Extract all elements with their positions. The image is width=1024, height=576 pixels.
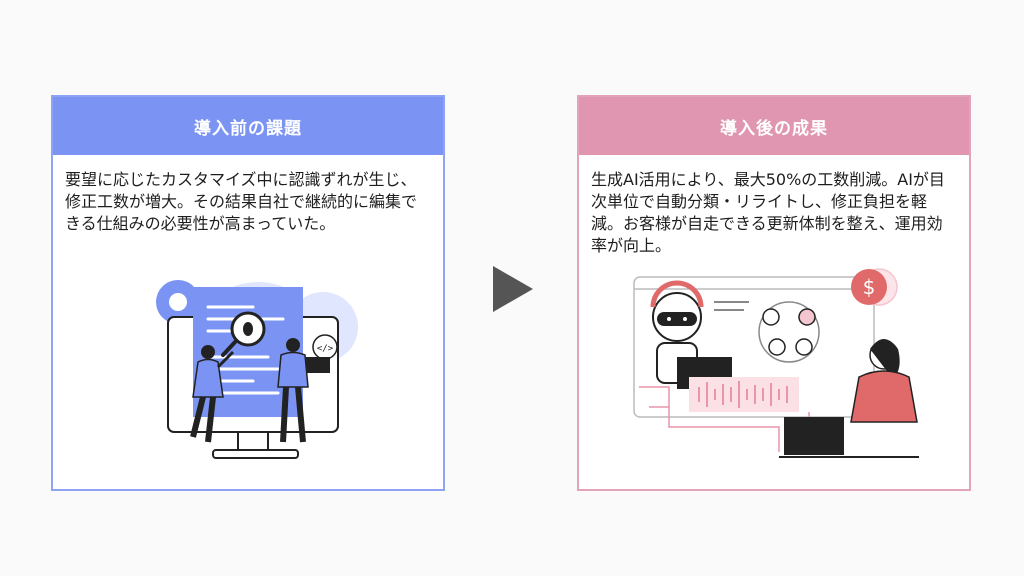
user-network-icon [758,301,820,363]
after-card: 導入後の成果 生成AI活用により、最大50%の工数削減。AIが目次単位で自動分類… [577,95,971,491]
dollar-coin-icon: $ [851,268,898,306]
before-card-title: 導入前の課題 [53,97,443,155]
before-card-text: 要望に応じたカスタマイズ中に認識ずれが生じ、修正工数が増大。その結果自社で継続的… [65,170,418,233]
after-card-title: 導入後の成果 [579,97,969,155]
svg-text:$: $ [863,275,876,299]
woman-icon [850,339,918,423]
bug-inspection-illustration: </> [156,280,358,459]
ai-automation-illustration: $ [633,268,919,458]
before-card: 導入前の課題 要望に応じたカスタマイズ中に認識ずれが生じ、修正工数が増大。その結… [51,95,445,491]
person-left [190,345,235,443]
svg-text:</>: </> [317,344,334,354]
gear-icon [156,280,200,324]
code-badge-icon: </> [312,334,338,360]
person-right [277,338,330,443]
after-card-text: 生成AI活用により、最大50%の工数削減。AIが目次単位で自動分類・リライトし、… [591,170,945,255]
play-arrow-icon [493,266,533,312]
bug-magnifier-icon [221,311,266,357]
